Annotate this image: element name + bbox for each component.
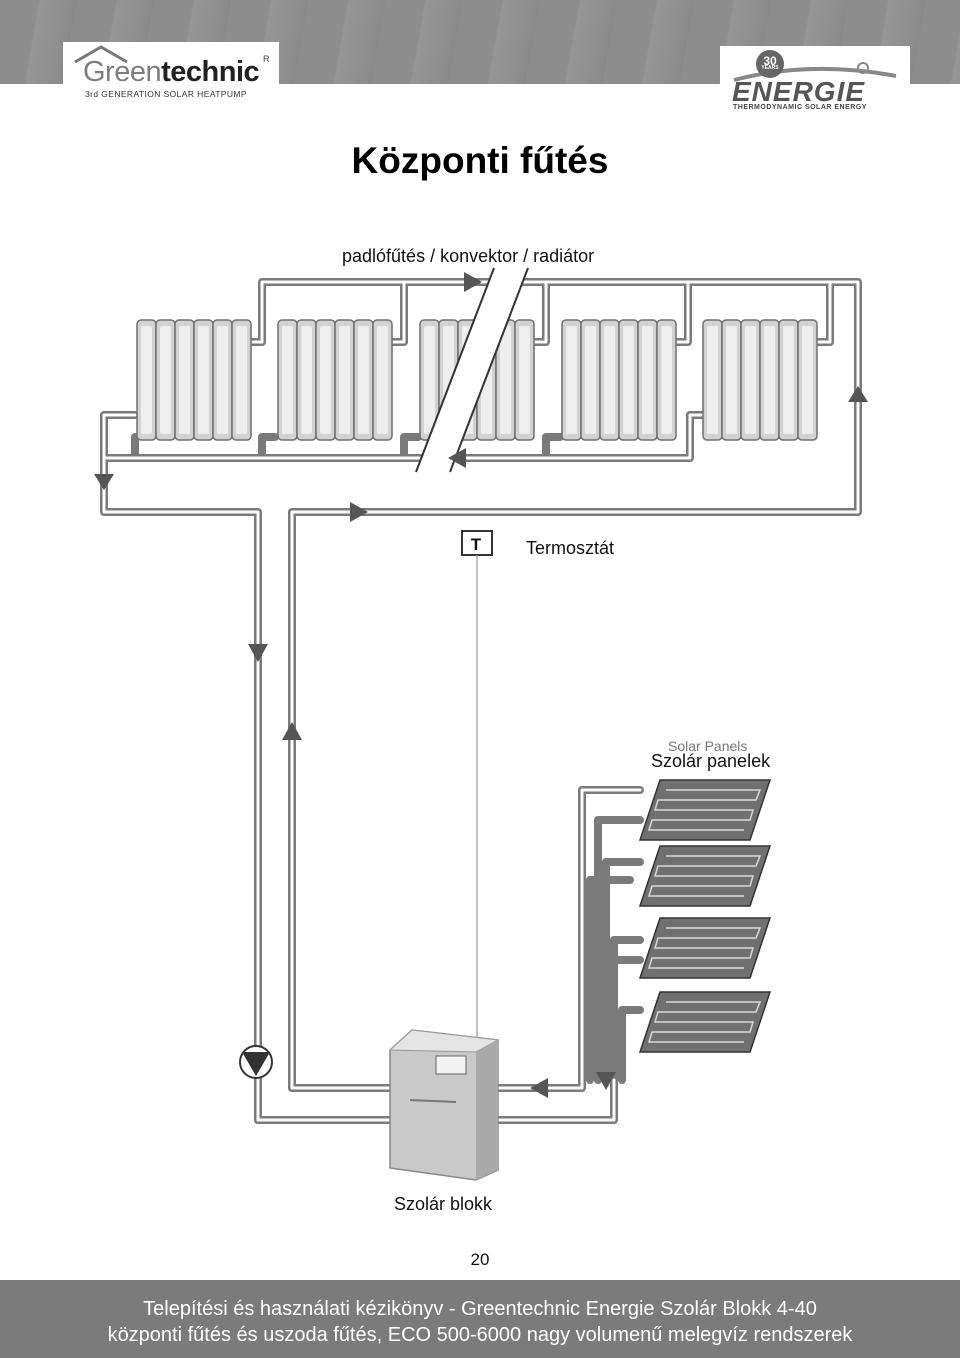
flow-arrows bbox=[94, 272, 868, 1098]
radiator-bank-2 bbox=[277, 319, 393, 441]
arrow-right-icon bbox=[350, 502, 368, 522]
solar-block-unit bbox=[388, 1029, 500, 1181]
pipe-break-mark bbox=[415, 267, 529, 473]
solar-panel-4 bbox=[639, 991, 771, 1053]
thermostat-symbol: T bbox=[471, 535, 482, 554]
logo-brand-text: Greentechnic bbox=[83, 56, 260, 88]
arrow-up-icon bbox=[848, 386, 868, 402]
circulation-pump-icon bbox=[239, 1045, 273, 1079]
solar-panels-label: Szolár panelek bbox=[651, 751, 771, 771]
footer-line-2: központi fűtés és uszoda fűtés, ECO 500-… bbox=[107, 1324, 853, 1346]
solar-panel-2 bbox=[639, 845, 771, 907]
solar-block-label: Szolár blokk bbox=[394, 1194, 493, 1214]
thermostat-icon bbox=[461, 530, 493, 1040]
solar-panels-en-label: Solar Panels bbox=[668, 738, 747, 754]
supply-return-pipes bbox=[100, 278, 862, 1124]
house-roof-icon bbox=[74, 45, 128, 64]
thermostat-label: Termosztát bbox=[526, 538, 615, 558]
arrow-left-icon bbox=[448, 448, 466, 468]
footer: Telepítési és használati kézikönyv - Gre… bbox=[0, 1280, 960, 1358]
logo-tagline: 3rd GENERATION SOLAR HEATPUMP bbox=[85, 89, 247, 99]
arrow-down-icon bbox=[94, 474, 114, 490]
arrow-left-icon bbox=[530, 1078, 548, 1098]
page-number: 20 bbox=[470, 1250, 490, 1269]
page-title: Központi fűtés bbox=[351, 140, 609, 181]
arrow-down-icon bbox=[248, 644, 268, 662]
solar-panel-3 bbox=[639, 917, 771, 979]
solar-panel-1 bbox=[639, 779, 771, 841]
logo-swoosh-icon bbox=[733, 62, 897, 82]
registered-mark: R bbox=[263, 54, 270, 64]
radiator-bank-5 bbox=[702, 319, 818, 441]
control-display-icon bbox=[435, 1055, 467, 1075]
arrow-up-icon bbox=[282, 722, 302, 740]
footer-line-1: Telepítési és használati kézikönyv - Gre… bbox=[143, 1298, 817, 1320]
greentechnic-logo: Greentechnic R 3rd GENERATION SOLAR HEAT… bbox=[63, 42, 279, 102]
radiator-bank-1 bbox=[136, 319, 252, 441]
arrow-down-icon bbox=[596, 1072, 616, 1090]
logo-wordmark: ENERGIE bbox=[732, 76, 866, 107]
arrow-right-icon bbox=[464, 272, 482, 292]
logo-subtitle: THERMODYNAMIC SOLAR ENERGY bbox=[733, 104, 867, 111]
radiator-label: padlófűtés / konvektor / radiátor bbox=[342, 246, 595, 266]
radiator-bank-4 bbox=[561, 319, 677, 441]
